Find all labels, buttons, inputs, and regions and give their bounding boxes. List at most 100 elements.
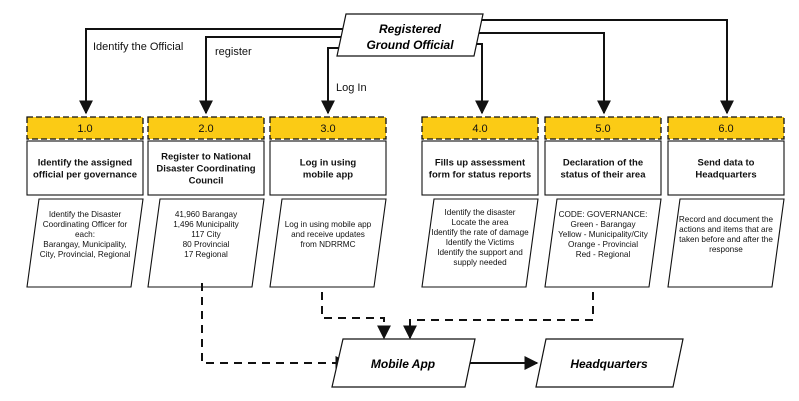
step-description-line: and receive updates: [291, 230, 365, 239]
step-description-line: 41,960 Barangay: [175, 210, 238, 219]
step-description-line: Yellow - Municipality/City: [558, 230, 649, 239]
step-description-line: Red - Regional: [576, 250, 631, 259]
step-number: 2.0: [198, 123, 213, 135]
step-description-line: Identify the disaster: [445, 208, 516, 217]
step-number: 4.0: [472, 123, 487, 135]
step-title-box: [667, 140, 785, 196]
step-title-box: [26, 140, 144, 196]
step-title-line: Headquarters: [695, 170, 756, 181]
dashed-from-step-2: [201, 283, 350, 370]
connector-to-step-5: [477, 32, 611, 115]
connector-to-step-1: [79, 28, 343, 115]
step-title-line: Send data to: [697, 158, 754, 169]
step-title-box: [544, 140, 662, 196]
step-description-line: Identify the Victims: [446, 238, 515, 247]
connector-to-step-6: [477, 19, 734, 115]
step-description-line: Log in using mobile app: [285, 220, 372, 229]
step-description-line: each:: [75, 230, 95, 239]
step-number-header: [26, 116, 144, 140]
step-number-header: [544, 116, 662, 140]
label-register: register: [215, 46, 252, 58]
step-description-box: [544, 198, 662, 288]
step-description-line: actions and items that are: [679, 225, 773, 234]
step-description-line: Identify the support and: [437, 248, 523, 257]
step-description-line: Barangay, Municipality,: [43, 240, 126, 249]
step-number: 5.0: [595, 123, 610, 135]
step-number: 6.0: [718, 123, 733, 135]
step-title-line: official per governance: [33, 170, 137, 181]
step-description-line: Record and document the: [679, 215, 774, 224]
connector-to-step-3: [321, 47, 353, 115]
top-label-line-2: Ground Official: [366, 38, 454, 52]
step-description-line: 117 City: [191, 230, 221, 239]
step-description-line: supply needed: [453, 258, 507, 267]
headquarters-label: Headquarters: [570, 357, 648, 371]
step-description-line: Identify the rate of damage: [431, 228, 529, 237]
step-title-box: [269, 140, 387, 196]
step-description-line: 1,496 Municipality: [173, 220, 239, 229]
connector-to-step-2: [199, 36, 343, 115]
step-description-line: response: [709, 245, 743, 254]
step-description-line: City, Provincial, Regional: [40, 250, 131, 259]
step-number-header: [421, 116, 539, 140]
step-title-line: status of their area: [561, 170, 647, 181]
label-log-in: Log In: [336, 82, 367, 94]
step-description-line: 17 Regional: [184, 250, 228, 259]
step-title-line: Council: [189, 176, 224, 187]
step-description-line: Locate the area: [452, 218, 509, 227]
step-title-line: Fills up assessment: [435, 158, 526, 169]
step-description-line: Coordinating Officer for: [43, 220, 128, 229]
step-number: 3.0: [320, 123, 335, 135]
step-description-box: [147, 198, 265, 288]
step-number: 1.0: [77, 123, 92, 135]
step-title-line: mobile app: [303, 170, 353, 181]
step-title-line: Register to National: [161, 152, 251, 163]
step-number-header: [147, 116, 265, 140]
step-description-box: [667, 198, 785, 288]
step-description-box: [421, 198, 539, 288]
step-description-box: [269, 198, 387, 288]
step-description-line: Identify the Disaster: [49, 210, 122, 219]
step-description-line: 80 Provincial: [183, 240, 230, 249]
step-title-box: [147, 140, 265, 196]
step-description-line: Green - Barangay: [570, 220, 636, 229]
dashed-connectors: [201, 283, 594, 370]
step-title-line: Disaster Coordinating: [156, 164, 255, 175]
step-description-line: CODE: GOVERNANCE:: [559, 210, 648, 219]
registered-ground-official: Registered Ground Official: [336, 13, 484, 57]
top-label-line-1: Registered: [379, 22, 442, 36]
step-title-line: Log in using: [300, 158, 357, 169]
dashed-from-step-3: [321, 292, 391, 340]
step-description-line: taken before and after the: [679, 235, 773, 244]
step-number-header: [667, 116, 785, 140]
mobile-app-label: Mobile App: [371, 357, 435, 371]
dashed-from-step-5: [403, 292, 594, 340]
step-description-line: from NDRRMC: [300, 240, 355, 249]
mobile-app-box: Mobile App: [331, 338, 476, 388]
step-title-box: [421, 140, 539, 196]
step-description-box: [26, 198, 144, 288]
step-title-line: Identify the assigned: [38, 158, 133, 169]
step-title-line: Declaration of the: [563, 158, 643, 169]
step-title-line: form for status reports: [429, 170, 531, 181]
